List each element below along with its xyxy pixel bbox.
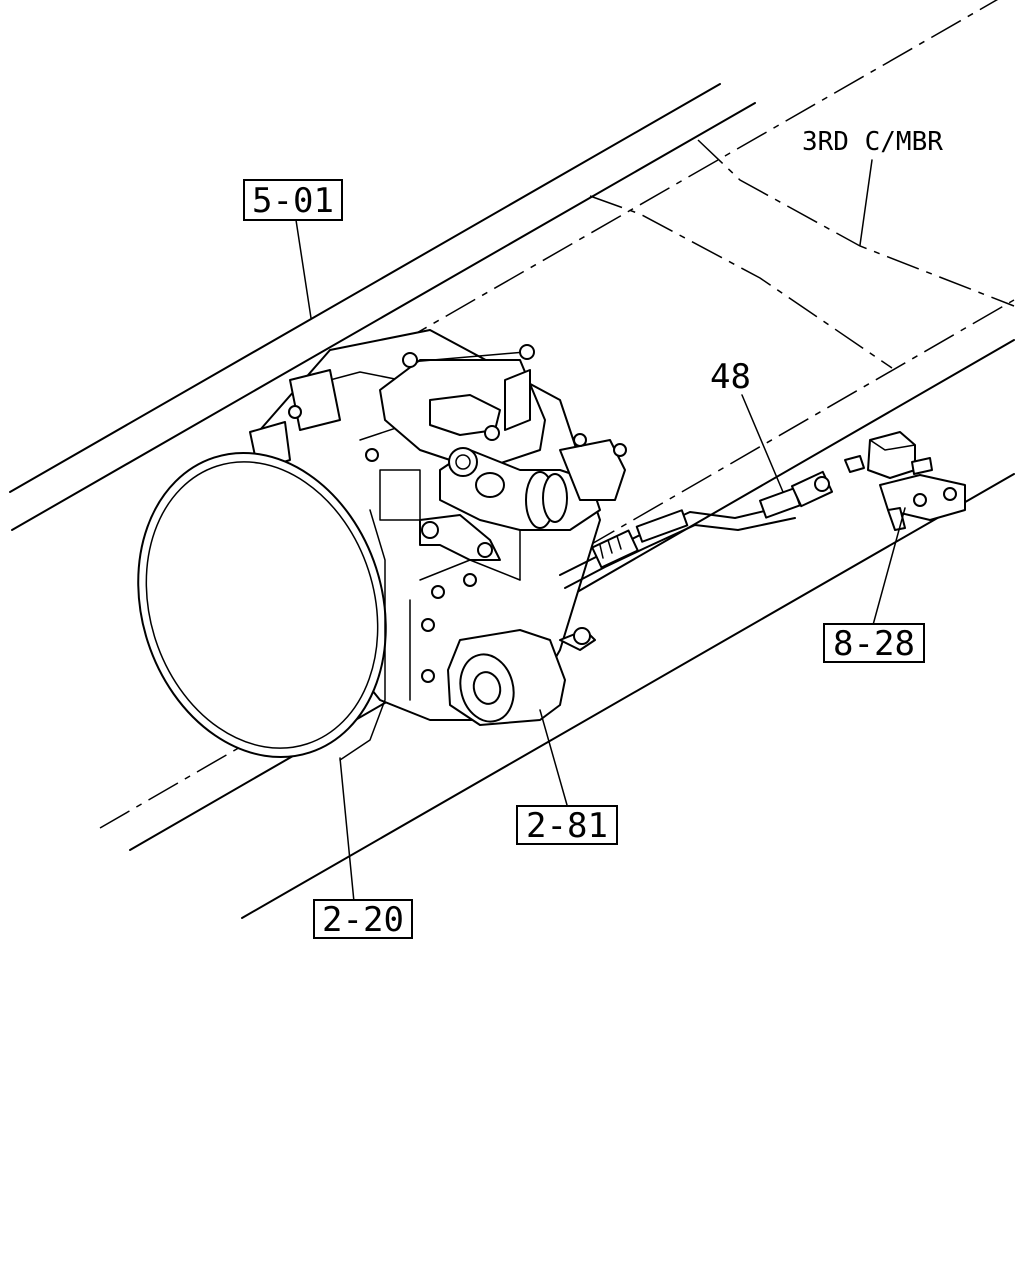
hose-fitting-left [591, 529, 639, 569]
clutch-slave-cylinder [447, 627, 596, 726]
hose-fitting-right [790, 470, 834, 508]
callout-5-01: 5-01 [243, 179, 343, 221]
callout-box [313, 899, 413, 939]
callout-3rd-cross-member: 3RD C/MBR [802, 127, 943, 157]
callout-text-5-01: 5-01 [252, 181, 334, 221]
callout-2-20: 2-20 [313, 899, 413, 940]
hose-sleeve-left [635, 509, 689, 543]
callout-8-28: 8-28 [823, 623, 925, 664]
callout-box [243, 179, 343, 221]
clutch-hydraulic-hose [559, 470, 834, 589]
third-cross-member [589, 139, 1015, 369]
callout-text-8-28: 8-28 [833, 624, 915, 664]
clutch-housing-bell [137, 451, 387, 761]
callout-text-48: 48 [710, 357, 751, 397]
callout-48: 48 [710, 357, 751, 397]
callout-text-2-81: 2-81 [526, 806, 608, 846]
valve-bracket-assembly [844, 431, 966, 531]
callout-2-81: 2-81 [516, 805, 618, 846]
leader-lines [295, 159, 906, 903]
callout-box [516, 805, 618, 845]
callout-box [823, 623, 925, 663]
callout-text-3rd-cmbr: 3RD C/MBR [802, 127, 943, 157]
callout-text-2-20: 2-20 [322, 900, 404, 940]
